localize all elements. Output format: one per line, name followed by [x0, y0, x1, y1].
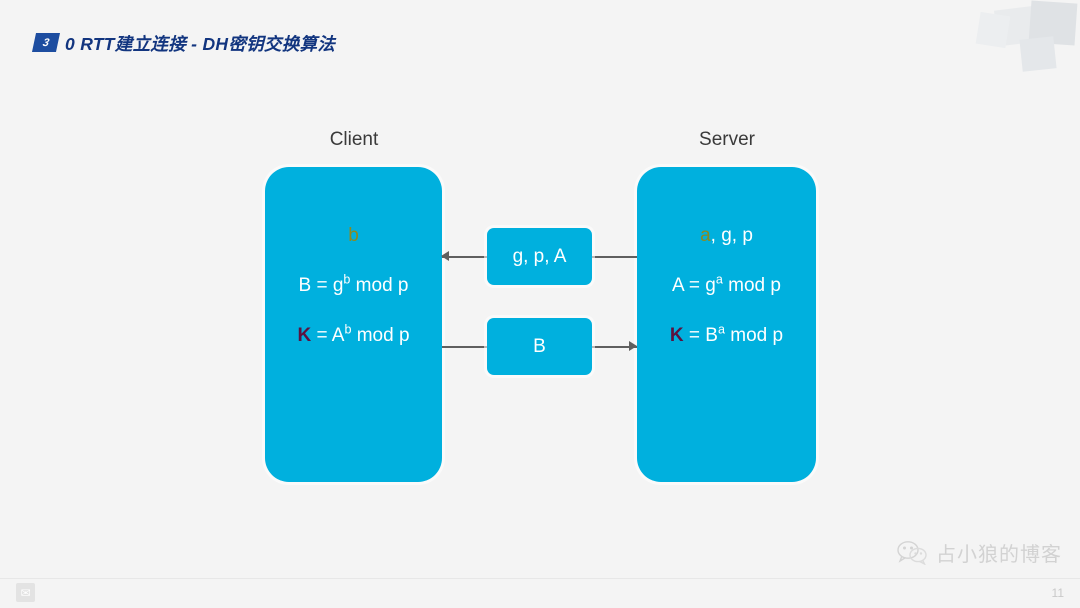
connector-top-right	[592, 256, 637, 258]
slide-header: 3 0 RTT建立连接 - DH密钥交换算法	[0, 0, 1080, 74]
server-key-symbol: K	[669, 325, 684, 346]
page-title: 0 RTT建立连接 - DH密钥交换算法	[65, 34, 336, 54]
wechat-icon	[897, 541, 927, 565]
document-icon[interactable]: ✉	[16, 583, 35, 602]
section-number-badge: 3	[31, 33, 61, 52]
server-key-exponent: a	[717, 322, 725, 337]
arrow-to-client-icon	[441, 251, 449, 261]
page-number: 11	[1051, 586, 1064, 600]
server-params-tail: , g, p	[710, 225, 753, 246]
server-public-formula-text: A = g	[672, 275, 716, 296]
server-public-formula: A = ga mod p	[637, 272, 816, 297]
client-public-formula: B = gb mod p	[265, 272, 442, 297]
connector-bottom-left	[442, 346, 487, 348]
server-public-exponent: a	[715, 272, 723, 287]
message-box-server-to-client: g, p, A	[487, 228, 592, 285]
server-label: Server	[699, 129, 755, 150]
client-box: b B = gb mod p K = Ab mod p	[265, 167, 442, 482]
client-key-symbol: K	[297, 325, 312, 346]
connector-bottom-right	[592, 346, 637, 348]
server-box: a, g, p A = ga mod p K = Ba mod p	[637, 167, 816, 482]
server-key-formula-text: = B	[683, 325, 718, 346]
client-key-formula: K = Ab mod p	[265, 322, 442, 347]
arrow-to-server-icon	[629, 341, 637, 351]
server-key-formula-tail: mod p	[724, 325, 784, 346]
connector-top-left	[442, 256, 487, 258]
server-key-formula: K = Ba mod p	[637, 322, 816, 347]
server-public-formula-tail: mod p	[722, 275, 781, 296]
watermark-text: 占小狼的博客	[936, 544, 1062, 566]
client-key-formula-tail: mod p	[351, 325, 410, 346]
watermark: 占小狼的博客	[897, 538, 1062, 567]
client-public-formula-tail: mod p	[350, 275, 409, 296]
client-secret-value: b	[348, 225, 359, 246]
client-public-exponent: b	[343, 272, 351, 287]
message-box-client-to-server: B	[487, 318, 592, 375]
client-public-formula-text: B = g	[298, 275, 344, 296]
client-label: Client	[329, 129, 379, 150]
server-secret-value: a	[700, 225, 711, 246]
server-params-line: a, g, p	[637, 225, 816, 247]
client-key-formula-text: = A	[311, 325, 345, 346]
client-secret-line: b	[265, 225, 442, 247]
footer-divider	[0, 578, 1080, 579]
client-key-exponent: b	[344, 322, 352, 337]
